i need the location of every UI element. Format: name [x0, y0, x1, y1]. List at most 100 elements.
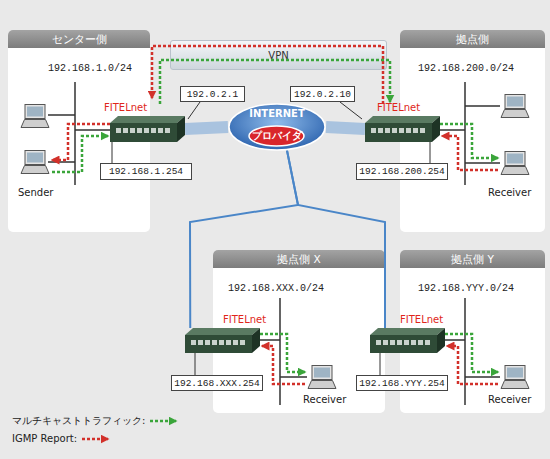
- panel-heading: 拠点側: [400, 30, 545, 48]
- router-port: [378, 128, 383, 133]
- address-box: 192.168.YYY.254: [356, 375, 448, 391]
- router-illustration: [110, 116, 185, 142]
- legend-row: IGMP Report:: [12, 433, 114, 444]
- router-illustration: [370, 328, 445, 353]
- spacer: [151, 50, 154, 100]
- router-box: FITELnet: [365, 116, 440, 142]
- router-port: [397, 340, 402, 345]
- panel-heading: 拠点側 X: [213, 250, 385, 268]
- subnet-label: 192.168.1.0/24: [48, 63, 132, 74]
- router-port: [404, 340, 409, 345]
- ip-address: 192.0.2.10: [291, 87, 354, 101]
- router-port: [376, 340, 381, 345]
- device-name: FITELnet: [104, 102, 147, 113]
- address-box: 192.168.1.254: [100, 163, 192, 180]
- router-side: [432, 116, 440, 142]
- router-port: [233, 340, 238, 345]
- router-top: [370, 328, 445, 335]
- leader-line: [195, 353, 196, 375]
- network-link: [326, 127, 365, 129]
- legend-arrow: [150, 420, 176, 423]
- router-port: [392, 128, 397, 133]
- router-port: [130, 128, 135, 133]
- host-name: Receiver: [488, 187, 531, 198]
- router-port: [226, 340, 231, 345]
- router-port: [151, 128, 156, 133]
- router-side: [177, 116, 185, 142]
- router-port: [383, 340, 388, 345]
- router-port: [240, 340, 245, 345]
- ip-address: 192.168.YYY.254: [357, 376, 447, 390]
- panel-heading: 拠点側 Y: [400, 250, 545, 268]
- legend-text: IGMP Report:: [12, 433, 77, 444]
- router-box: FITELnet: [370, 328, 445, 353]
- router-side: [252, 328, 260, 353]
- router-front: [110, 123, 177, 142]
- ip-address: 192.0.2.1: [181, 87, 244, 101]
- host-name: Sender: [18, 187, 53, 198]
- router-front: [185, 335, 252, 353]
- router-port: [385, 128, 390, 133]
- router-front: [370, 335, 437, 353]
- router-port: [406, 128, 411, 133]
- legend-row: マルチキャストトラフィック:: [12, 414, 182, 428]
- vpn-band: VPN: [170, 40, 387, 70]
- device-name: FITELnet: [223, 314, 266, 325]
- ip-address: 192.168.XXX.254: [172, 376, 262, 390]
- subnet-label: 192.168.XXX.0/24: [228, 283, 324, 294]
- panel-heading: センター側: [8, 30, 150, 48]
- router-box: FITELnet: [185, 328, 260, 353]
- router-port: [191, 340, 196, 345]
- address-box: 192.168.200.254: [356, 163, 448, 180]
- legend-text: マルチキャストトラフィック:: [12, 414, 145, 428]
- subnet-label: 192.168.200.0/24: [418, 63, 514, 74]
- band-label: VPN: [171, 50, 386, 61]
- address-box: 192.168.XXX.254: [171, 375, 263, 391]
- ip-address: 192.168.1.254: [101, 164, 191, 179]
- router-port: [144, 128, 149, 133]
- cloud-label: INTERNET: [228, 108, 326, 119]
- router-illustration: [365, 116, 440, 142]
- subnet-label: 192.168.YYY.0/24: [418, 283, 514, 294]
- legend-arrow: [82, 437, 108, 440]
- device-name: FITELnet: [400, 314, 443, 325]
- ellipse-outline: [249, 126, 304, 146]
- router-port: [137, 128, 142, 133]
- router-port: [158, 128, 163, 133]
- router-port: [116, 128, 121, 133]
- device-name: FITELnet: [377, 102, 420, 113]
- ip-address: 192.168.200.254: [357, 164, 447, 179]
- ellipse-outline: [229, 104, 325, 150]
- network-link: [185, 127, 228, 129]
- router-top: [365, 116, 440, 123]
- router-port: [411, 340, 416, 345]
- router-side: [437, 328, 445, 353]
- router-illustration: [185, 328, 260, 353]
- provider-ellipse: プロバイダ: [248, 125, 305, 147]
- router-port: [390, 340, 395, 345]
- router-port: [413, 128, 418, 133]
- address-box: 192.0.2.1: [180, 86, 245, 102]
- router-port: [425, 340, 430, 345]
- router-port: [399, 128, 404, 133]
- router-top: [185, 328, 260, 335]
- router-port: [123, 128, 128, 133]
- internet-cloud: INTERNET プロバイダ: [228, 103, 326, 151]
- site-panel: 拠点側192.168.200.0/24FITELnet192.168.200.2…: [400, 30, 545, 232]
- leader-line: [340, 102, 362, 119]
- site-panel: センター側192.168.1.0/24FITELnet192.168.1.254: [8, 30, 150, 232]
- host-name: Receiver: [488, 394, 531, 405]
- router-port: [219, 340, 224, 345]
- router-port: [165, 128, 170, 133]
- address-box: 192.0.2.10: [290, 86, 355, 102]
- router-port: [212, 340, 217, 345]
- legend-sample: [80, 434, 114, 444]
- site-panel: 拠点側 Y192.168.YYY.0/24FITELnet192.168.YYY…: [400, 250, 545, 413]
- router-top: [110, 116, 185, 123]
- router-port: [205, 340, 210, 345]
- router-port: [418, 340, 423, 345]
- router-front: [365, 123, 432, 142]
- router-port: [420, 128, 425, 133]
- provider-label: プロバイダ: [248, 125, 305, 147]
- router-port: [371, 128, 376, 133]
